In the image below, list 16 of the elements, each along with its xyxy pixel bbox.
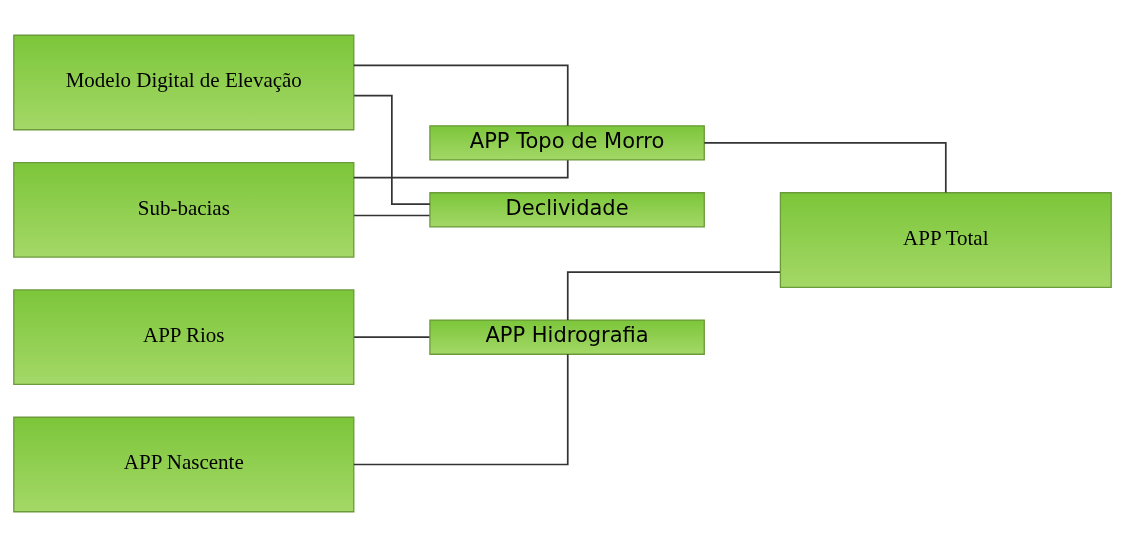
node-box: APP Nascente xyxy=(13,416,355,513)
connector xyxy=(353,94,431,205)
node-box: Declividade xyxy=(429,192,705,228)
node-box: APP Rios xyxy=(13,289,355,386)
connector xyxy=(703,142,947,194)
node-box: APP Hidrografia xyxy=(429,319,705,355)
node-box: Sub-bacias xyxy=(13,161,355,258)
connector xyxy=(566,271,781,321)
connector xyxy=(353,214,431,217)
connector xyxy=(353,336,431,338)
connector xyxy=(353,159,569,179)
connector xyxy=(353,353,569,466)
node-box: APP Total xyxy=(779,192,1112,288)
node-box: Modelo Digital de Elevação xyxy=(13,34,355,131)
connector xyxy=(353,64,569,127)
node-box: APP Topo de Morro xyxy=(429,125,705,161)
